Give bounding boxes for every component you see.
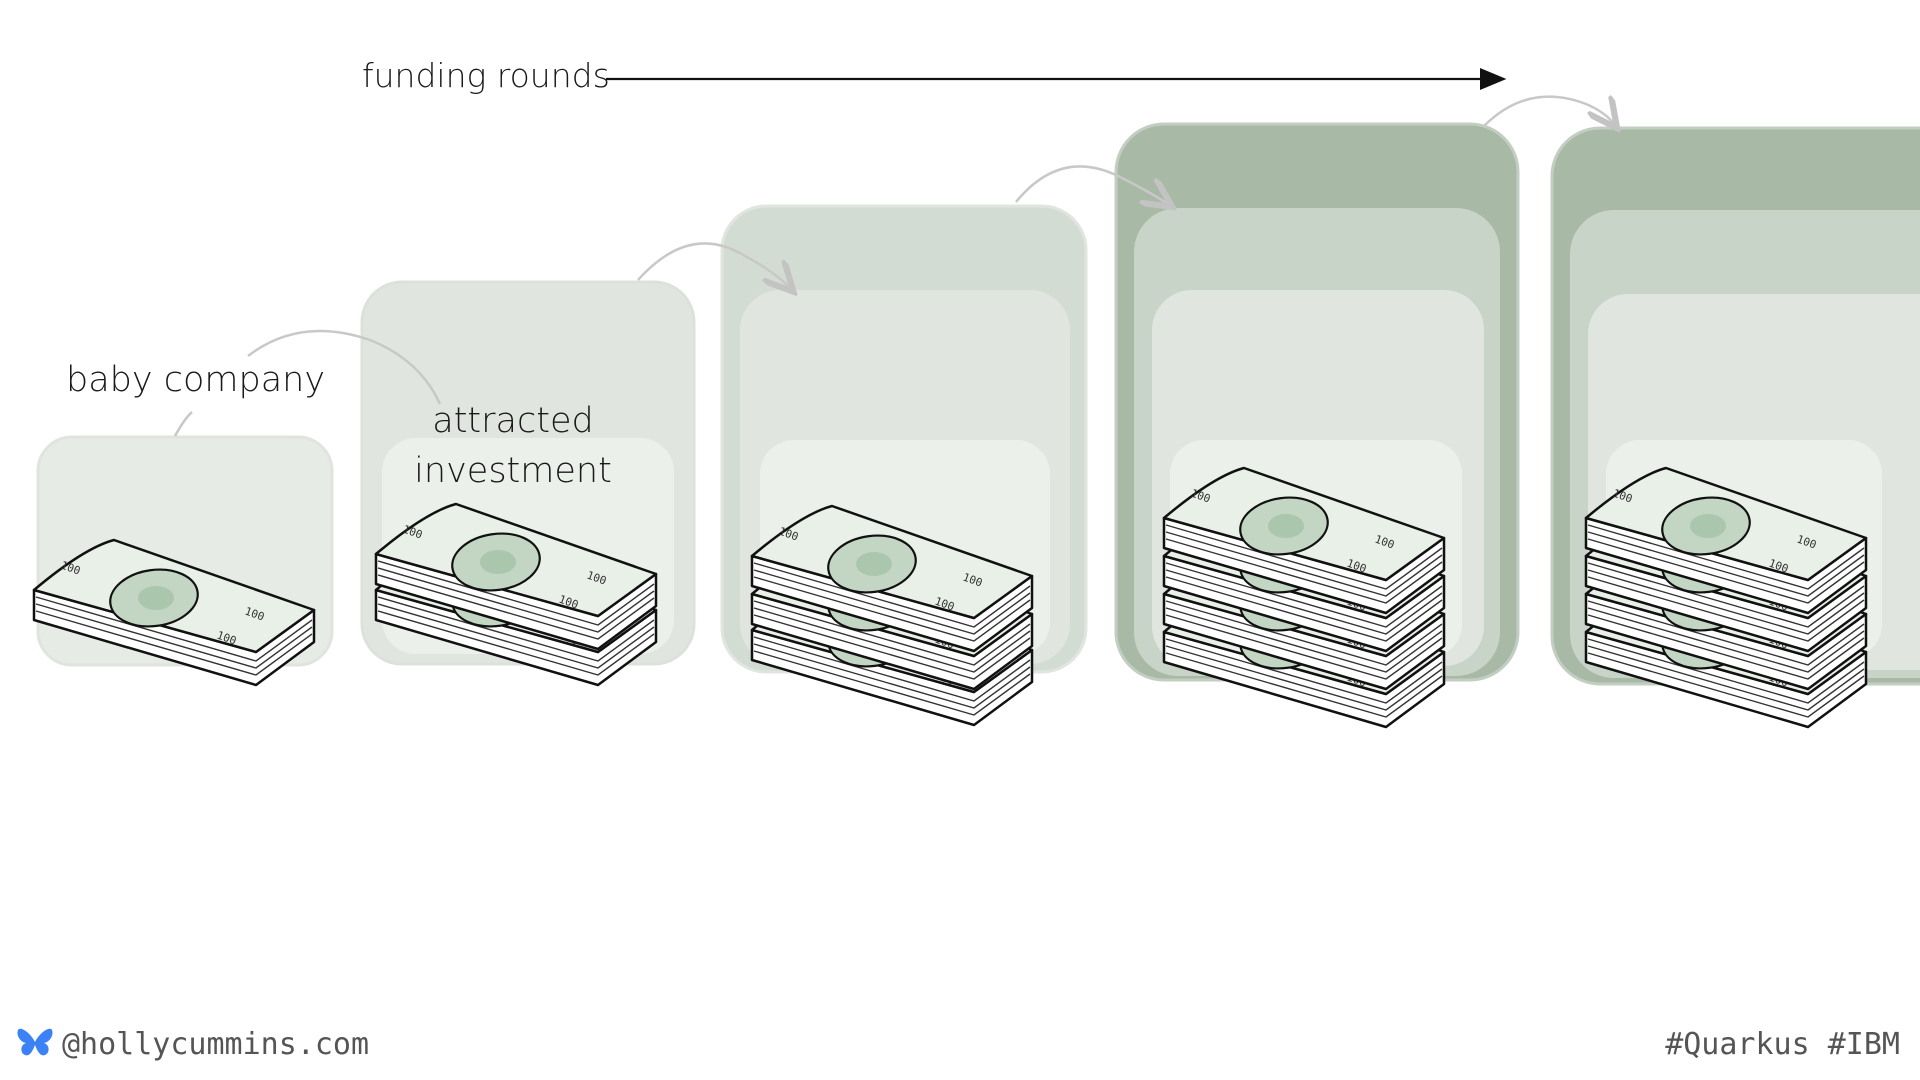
attracted-line-2: investment [414, 451, 612, 491]
stage-round-3 [637, 204, 1088, 727]
author-handle: @hollycummins.com [62, 1027, 370, 1062]
stage-attracted-investment [247, 280, 696, 687]
attracted-investment-label: attracted investment [408, 396, 618, 496]
hashtags: #Quarkus #IBM [1665, 1027, 1900, 1062]
baby-company-label: baby company [66, 360, 326, 400]
funding-rounds-label: funding rounds [362, 56, 610, 95]
stage-round-4 [1015, 122, 1520, 729]
stage-round-5 [1483, 97, 1920, 729]
stage-baby-company [32, 411, 334, 687]
attracted-line-1: attracted [432, 401, 594, 441]
butterfly-icon [17, 1028, 53, 1056]
